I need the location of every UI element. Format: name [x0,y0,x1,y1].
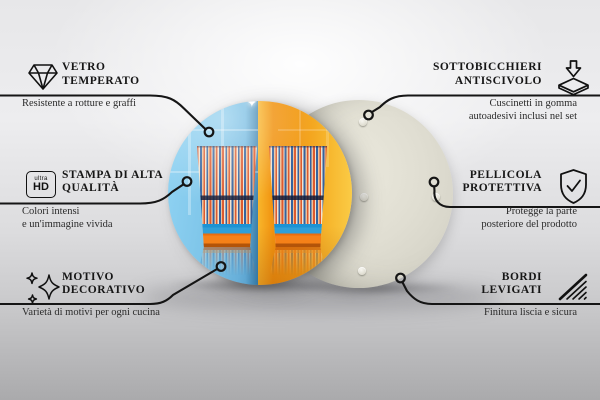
callout-desc-vetro-temperato: Resistente a rotture e graffi [22,98,137,109]
rubber-pad [358,267,366,275]
connector-ring [203,126,215,138]
connector-pellicola-protettiva [433,185,600,209]
callout-title-bordi: BORDI LEVIGATI [481,270,542,297]
connector-ring [215,261,227,272]
callout-title-sottobicchieri: SOTTOBICCHIERI ANTISCIVOLO [432,61,542,87]
striped-glass-right [269,146,327,247]
connector-vetro-temperato [0,94,207,131]
ultra-hd-icon: ultra HD [26,171,56,198]
connector-sottobicchieri [371,94,600,113]
rubber-pad [360,193,368,201]
sparkles-icon [23,271,63,312]
smooth-edges-icon [556,271,590,307]
glass-gloss-highlight [168,101,352,285]
callout-title-pellicola: PELLICOLA PROTETTIVA [462,168,542,195]
callout-desc-pellicola: Protegge la parte posteriore del prodott… [481,206,577,230]
callout-desc-stampa: Colori intensi e un'immagine vivida [22,206,113,230]
connector-ring [181,176,193,187]
shield-check-icon [557,168,590,210]
connector-motivo-decorativo [0,267,219,306]
ultra-hd-label-top: ultra [34,176,48,182]
callout-title-stampa: STAMPA DI ALTA QUALITÀ [62,168,164,195]
callout-title-vetro-temperato: VETRO TEMPERATO [62,61,140,87]
connector-ring [428,176,440,188]
connector-ring [363,109,374,121]
callout-desc-motivo: Varietà di motivi per ogni cucina [22,306,160,318]
ultra-hd-label-bottom: HD [33,181,49,193]
callout-title-motivo: MOTIVO DECORATIVO [62,270,146,297]
sparkle-highlight: ✦ [246,101,258,111]
connector-ring [395,272,406,284]
connector-stampa-alta-qualita [0,183,185,205]
coaster-front-disc: ✦ [168,101,352,285]
striped-glass-left [197,146,257,247]
anti-slip-pad-icon [555,58,592,101]
glass-reflection-right [269,247,327,278]
glass-reflection-left [197,247,257,278]
diamond-icon [27,62,59,97]
callout-desc-sottobicchieri: Cuscinetti in gomma autoadesivi inclusi … [468,98,577,122]
connector-bordi-levigati [401,281,600,306]
rubber-pad [432,193,440,201]
rubber-pad [359,118,367,126]
callout-desc-bordi: Finitura liscia e sicura [483,306,577,318]
